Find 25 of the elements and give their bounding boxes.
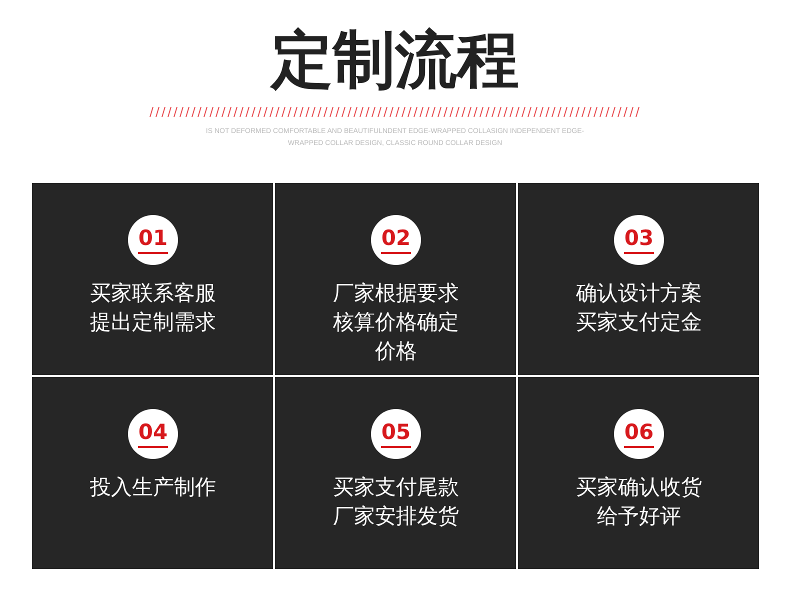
step-card [275,183,516,375]
step-description: 投入生产制作 [89,474,217,501]
step-number: 04 [138,420,168,448]
step-card [518,183,759,375]
step-card [518,377,759,569]
step-description: 买家确认收货给予好评 [575,474,703,530]
step-number: 02 [381,226,411,254]
step-number: 06 [624,420,654,448]
step-number-circle [614,409,664,459]
step-number: 03 [624,226,654,254]
step-number-circle [128,409,178,459]
title: 定制流程 [268,22,520,98]
step-description: 厂家根据要求核算价格确定价格 [332,280,460,365]
step-description: 买家联系客服提出定制需求 [89,280,217,336]
step-card [275,377,516,569]
step-number: 05 [381,420,411,448]
step-number-circle [128,215,178,265]
step-number: 01 [138,226,168,254]
step-card [32,183,273,375]
step-description: 买家支付尾款厂家安排发货 [332,474,460,530]
step-number-circle [371,215,421,265]
step-description: 确认设计方案买家支付定金 [575,280,703,336]
step-card [32,377,273,569]
step-number-circle [371,409,421,459]
step-number-circle [614,215,664,265]
